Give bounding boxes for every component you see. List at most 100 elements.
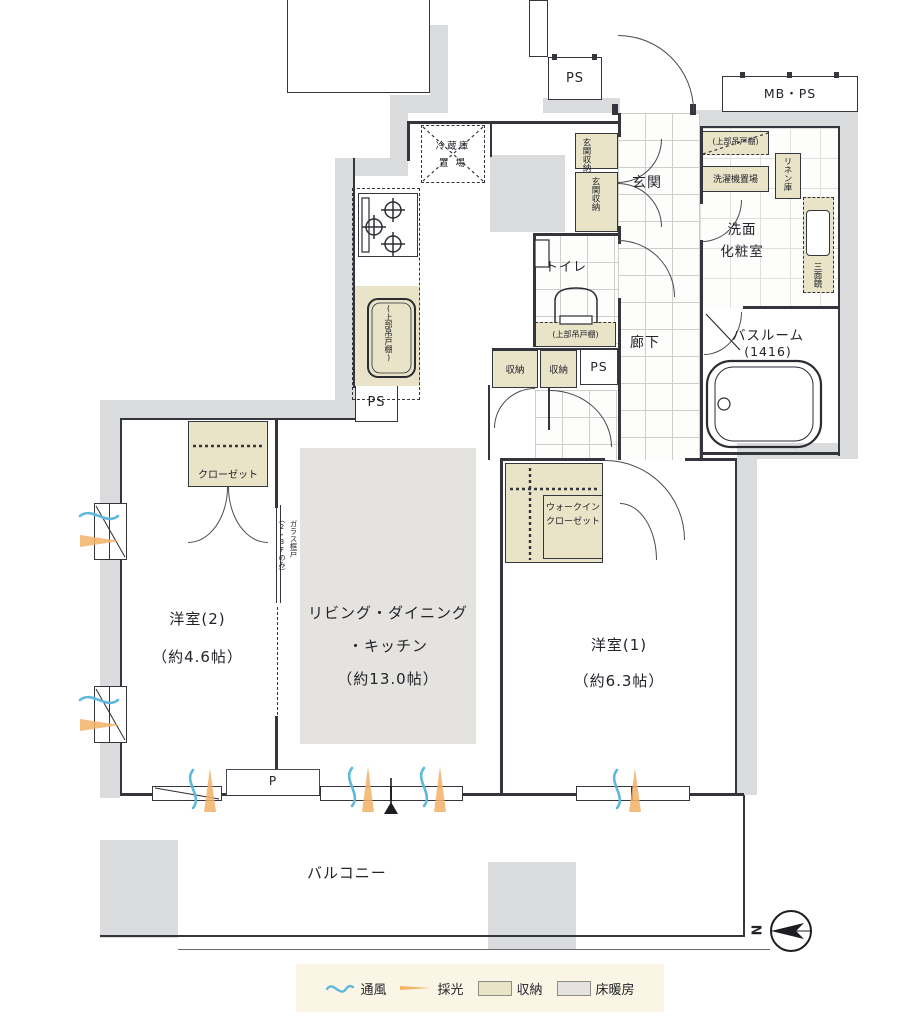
window-mullion bbox=[109, 686, 110, 743]
legend-vent-label: 通風 bbox=[360, 982, 387, 998]
fridge-label-2: 置 場 bbox=[438, 158, 468, 169]
washroom-upper-shelf bbox=[702, 131, 769, 155]
balcony-right-edge bbox=[743, 795, 745, 937]
washer-label: 洗濯機置場 bbox=[712, 175, 758, 185]
ldk-size-label: （約13.0帖） bbox=[337, 670, 439, 688]
storage-box-1 bbox=[492, 350, 538, 388]
mbps-tick bbox=[740, 72, 745, 78]
toilet-label: トイレ bbox=[545, 260, 588, 275]
floor-heating-swatch bbox=[556, 980, 591, 996]
ps-label-kitchen: PS bbox=[367, 395, 386, 410]
wall bbox=[700, 240, 703, 460]
dashed-details bbox=[193, 132, 769, 560]
wall bbox=[490, 123, 492, 157]
upper-shelf-label-kitchen: (上部吊戸棚) bbox=[384, 304, 393, 362]
wall bbox=[743, 306, 840, 309]
band-top-right bbox=[690, 110, 858, 128]
wall bbox=[685, 458, 737, 461]
bed1-label: 洋室(1) bbox=[590, 636, 648, 654]
wall bbox=[735, 460, 737, 795]
wall bbox=[618, 113, 621, 137]
wall bbox=[838, 126, 840, 456]
band-west-h bbox=[100, 400, 355, 420]
pillar bbox=[490, 155, 565, 232]
upper-shelf-label-wash: (上部吊戸棚) bbox=[712, 137, 759, 146]
neighbor-unit-box bbox=[287, 0, 430, 93]
ps-label-top: PS bbox=[565, 71, 585, 86]
linen-label: リネン庫 bbox=[782, 157, 792, 191]
vent-wave-icon bbox=[78, 511, 622, 810]
wall bbox=[353, 158, 355, 388]
vanity-basin bbox=[806, 210, 830, 256]
entrance-storage-label-bottom: 玄関収納 bbox=[590, 177, 600, 211]
linen-box bbox=[775, 153, 801, 199]
legend-storage-label: 収納 bbox=[516, 982, 543, 998]
block-bottom-left bbox=[100, 840, 178, 938]
open-wall-dashed bbox=[277, 607, 280, 715]
legend-light-label: 採光 bbox=[437, 982, 464, 998]
storage-swatch bbox=[477, 980, 512, 996]
entrance-label: 玄関 bbox=[632, 175, 662, 191]
upper-shelf-label-toilet: (上部吊戸棚) bbox=[552, 330, 599, 339]
wall bbox=[120, 418, 355, 420]
wall bbox=[533, 233, 621, 236]
mbps-box bbox=[722, 76, 858, 112]
bed1-size-label: （約6.3帖） bbox=[573, 672, 665, 690]
toilet-icon bbox=[534, 239, 598, 325]
wall bbox=[407, 121, 410, 161]
wic-label-2: クローゼット bbox=[545, 517, 600, 527]
window-mullion bbox=[109, 503, 110, 560]
ps-tick bbox=[552, 54, 557, 60]
floor-heating-area bbox=[300, 448, 476, 744]
fridge-space-box bbox=[421, 125, 485, 183]
balcony-bottom-edge bbox=[100, 935, 745, 937]
mbps-tick bbox=[834, 72, 839, 78]
glass-door-line bbox=[280, 505, 281, 603]
washer-place bbox=[702, 166, 769, 192]
band-topleft-v1 bbox=[430, 25, 448, 113]
bathtub-icon bbox=[705, 313, 823, 449]
wall bbox=[275, 716, 278, 795]
pipe-label: P bbox=[268, 774, 278, 788]
pipe-notch bbox=[226, 769, 320, 795]
closet-label: クローゼット bbox=[198, 470, 258, 481]
wall bbox=[120, 420, 122, 505]
balcony-outer-line bbox=[178, 949, 770, 950]
daylight-arrow-icon bbox=[80, 535, 641, 812]
washroom-label-2: 化粧室 bbox=[720, 244, 764, 260]
band-kitchen-left bbox=[335, 158, 355, 420]
ldk-label-2: ・キッチン bbox=[347, 637, 428, 655]
balcony-label: バルコニー bbox=[307, 864, 387, 882]
fridge-label-1: 冷蔵庫 bbox=[435, 141, 471, 152]
band-top-mid bbox=[543, 98, 620, 113]
daylight-arrow-icon bbox=[400, 986, 431, 990]
wall bbox=[120, 560, 122, 688]
legend-storage: 収納 bbox=[477, 979, 543, 998]
ps-label-hall: PS bbox=[590, 359, 608, 374]
mirror-label: 三面鏡 bbox=[812, 262, 822, 288]
wall bbox=[500, 458, 503, 795]
wall bbox=[492, 348, 618, 350]
wall bbox=[618, 298, 621, 460]
compass-icon bbox=[770, 910, 812, 952]
entrance-storage-bottom bbox=[575, 172, 618, 232]
bath-size-label: (1416) bbox=[744, 344, 792, 359]
glass-door-label-2: （2・3Fのみ） bbox=[278, 516, 286, 575]
washroom-label-1: 洗面 bbox=[727, 222, 757, 238]
wall bbox=[503, 458, 605, 461]
ldk-label-1: リビング・ダイニング bbox=[307, 604, 468, 622]
wall bbox=[488, 385, 490, 460]
sink-icon bbox=[367, 298, 416, 378]
wall bbox=[275, 420, 278, 508]
glass-door-label-1: ガラス框戸 bbox=[289, 520, 298, 558]
wall bbox=[700, 126, 703, 204]
legend-floorheat: 床暖房 bbox=[556, 979, 635, 998]
bed2-label: 洋室(2) bbox=[169, 610, 226, 628]
bed2-size-label: （約4.6帖） bbox=[152, 648, 243, 666]
band-topleft-v2 bbox=[390, 95, 408, 165]
legend-light: 採光 bbox=[400, 979, 464, 998]
legend-vent: 通風 bbox=[325, 979, 386, 998]
closet-box bbox=[188, 421, 268, 487]
